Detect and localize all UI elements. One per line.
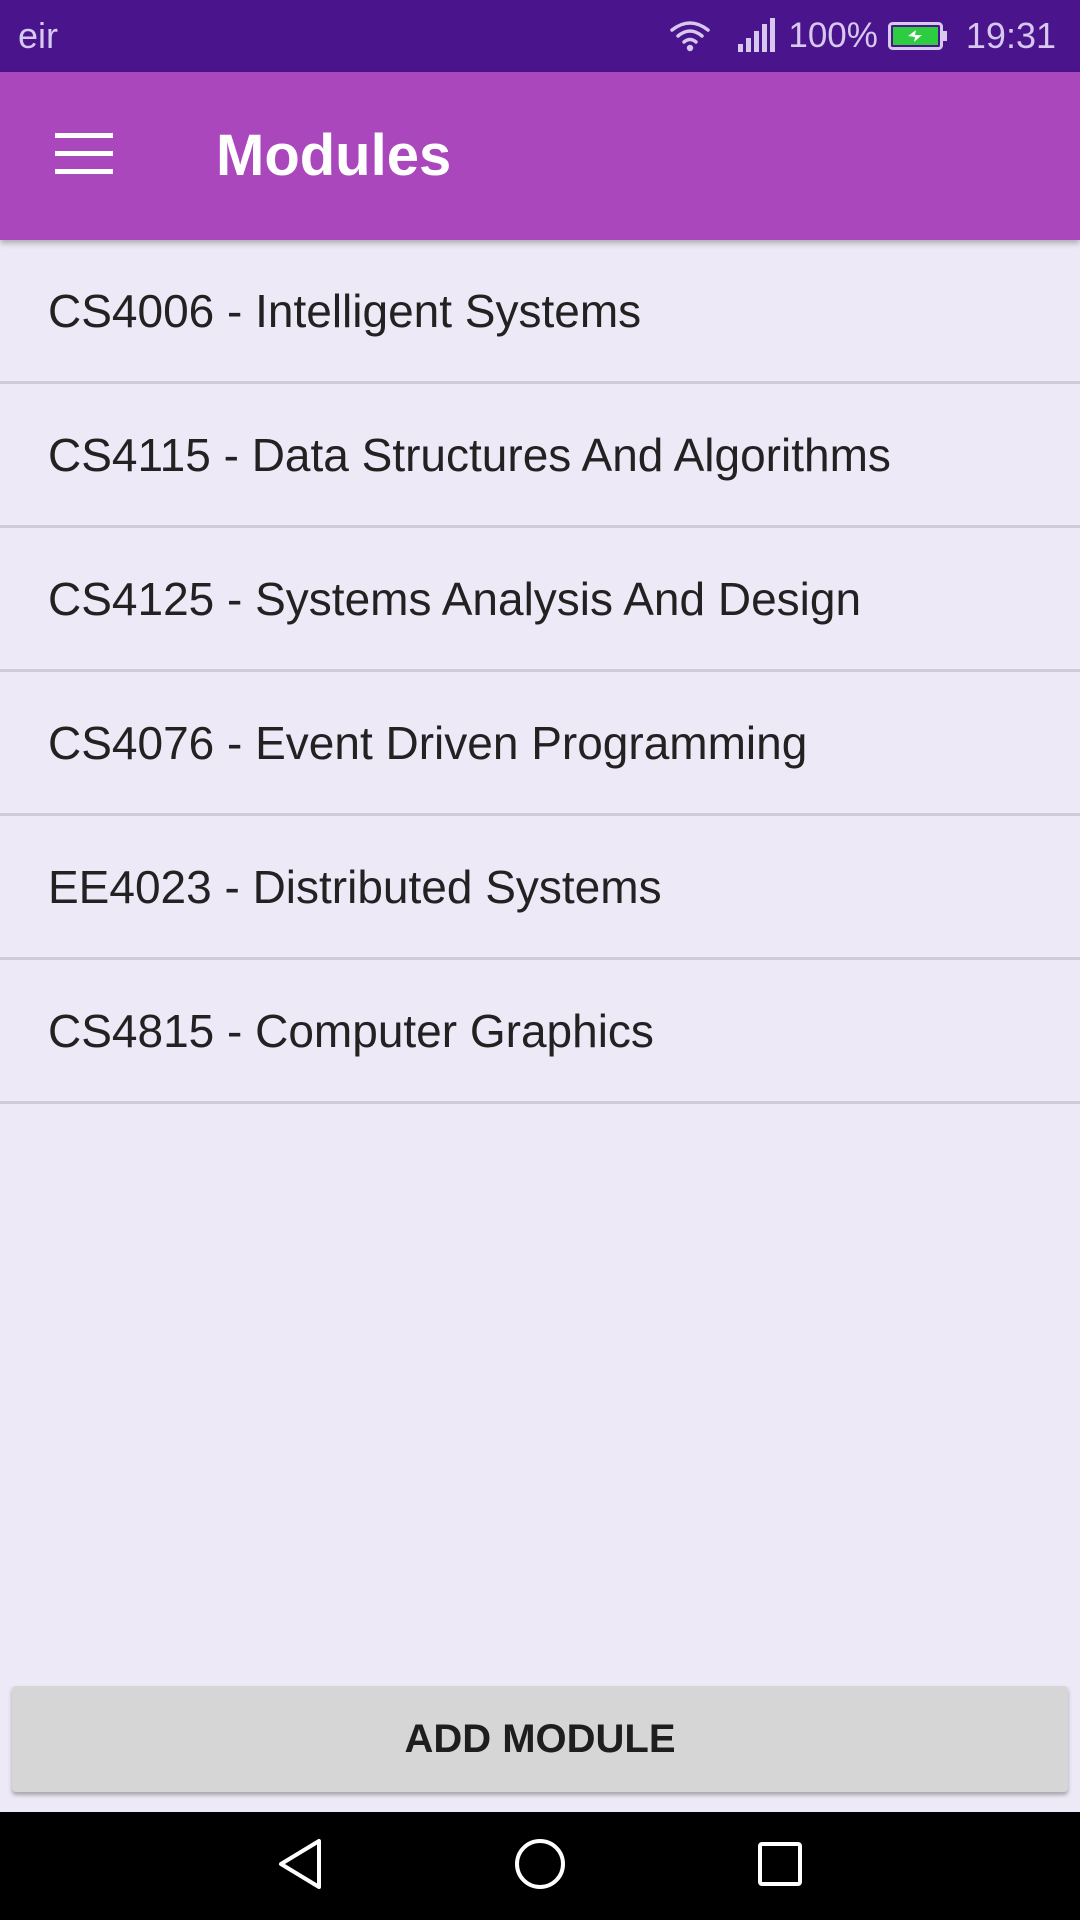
navigation-bar (0, 1812, 1080, 1920)
recents-icon (756, 1840, 804, 1893)
menu-button[interactable] (30, 114, 138, 198)
battery-percent: 100% (788, 16, 878, 55)
list-item[interactable]: CS4125 - Systems Analysis And Design (0, 528, 1080, 672)
battery-charging-icon (887, 21, 948, 51)
home-icon (513, 1837, 567, 1896)
back-button[interactable] (230, 1812, 370, 1920)
list-item[interactable]: EE4023 - Distributed Systems (0, 816, 1080, 960)
add-module-button[interactable]: ADD MODULE (12, 1686, 1068, 1792)
list-item[interactable]: CS4006 - Intelligent Systems (0, 240, 1080, 384)
signal-icon (736, 18, 776, 54)
wifi-icon (668, 18, 712, 54)
list-item[interactable]: CS4076 - Event Driven Programming (0, 672, 1080, 816)
app-bar: Modules (0, 72, 1080, 240)
page-title: Modules (216, 123, 452, 188)
back-icon (275, 1837, 325, 1896)
status-icons: 100% 19:31 (668, 15, 1056, 57)
clock: 19:31 (965, 15, 1056, 56)
recents-button[interactable] (710, 1812, 850, 1920)
carrier-name: eir (18, 15, 59, 56)
status-bar: eir 100% (0, 0, 1080, 72)
list-item[interactable]: CS4815 - Computer Graphics (0, 960, 1080, 1104)
hamburger-menu-icon (55, 132, 113, 180)
module-list: CS4006 - Intelligent Systems CS4115 - Da… (0, 240, 1080, 1104)
home-button[interactable] (470, 1812, 610, 1920)
list-item[interactable]: CS4115 - Data Structures And Algorithms (0, 384, 1080, 528)
